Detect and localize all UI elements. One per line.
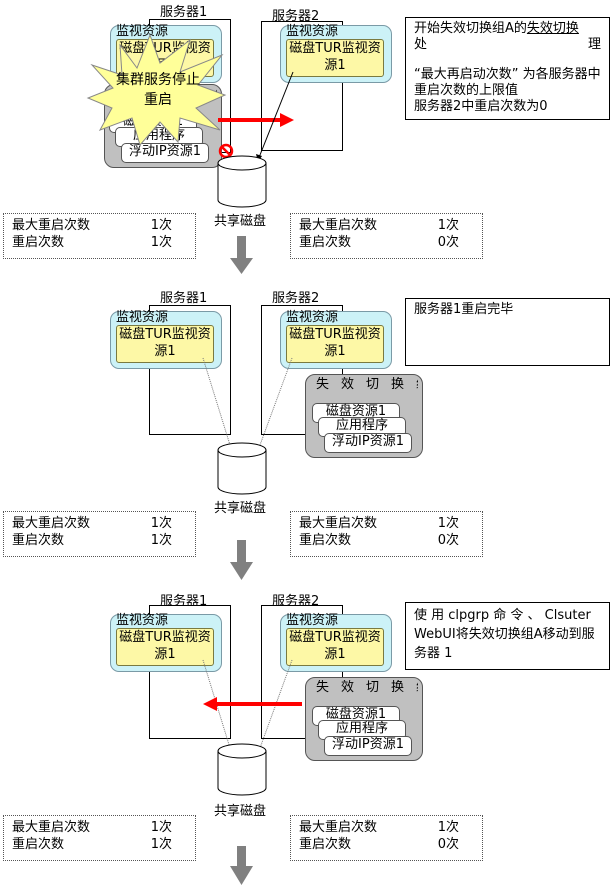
restart-count-label: 重启次数	[12, 837, 65, 852]
server2-monitor-resource: 监视资源 磁盘TUR监视资源1	[280, 614, 392, 672]
server1-label: 服务器1	[160, 5, 208, 20]
note-line-3: “最大再启动次数” 为各服务器中重启次数的上限值	[414, 67, 601, 98]
disk-tur-monitor: 磁盘TUR监视资源1	[286, 628, 384, 666]
max-restart-value: 1次	[437, 516, 459, 531]
disk-tur-monitor: 磁盘TUR监视资源1	[116, 325, 214, 363]
down-arrow-icon	[230, 236, 253, 274]
down-arrow-icon	[230, 846, 253, 885]
server1-label: 服务器1	[160, 291, 208, 306]
restart-count-label: 重启次数	[12, 235, 65, 250]
max-restart-label: 最大重启次数	[12, 820, 91, 835]
note-text: 服务器1重启完毕	[414, 302, 514, 317]
shared-disk-label: 共享磁盘	[214, 501, 267, 516]
server1-restart-counts: 最大重启次数 1次 重启次数 1次	[3, 213, 196, 259]
down-arrow-icon	[230, 540, 253, 580]
floating-ip-resource: 浮动IP资源1	[121, 143, 209, 163]
server2-label: 服务器2	[272, 291, 320, 306]
restart-count-value: 1次	[150, 533, 172, 548]
note-line-2-right: 理	[587, 37, 601, 52]
server2-monitor-resource: 监视资源 磁盘TUR监视资源1	[280, 25, 392, 83]
note-text: 使 用 clpgrp 命 令 、 Clsuter WebUI将失效切换组A移动到…	[414, 608, 595, 661]
max-restart-label: 最大重启次数	[299, 516, 378, 531]
group-title: 失效切换组A	[316, 377, 418, 392]
disk-tur-monitor: 磁盘TUR监视资源1	[116, 628, 214, 666]
monitor-title: 监视资源	[286, 24, 339, 39]
server2-monitor-resource: 监视资源 磁盘TUR监视资源1	[280, 311, 392, 369]
restart-count-value: 0次	[437, 533, 459, 548]
max-restart-label: 最大重启次数	[12, 516, 91, 531]
note-line-1: 开始失效切换组A的	[414, 21, 527, 36]
burst-text: 集群服务停止 重启	[108, 70, 208, 110]
server1-monitor-resource: 监视资源 磁盘TUR监视资源1	[110, 311, 222, 369]
restart-count-label: 重启次数	[12, 533, 65, 548]
burst-line-2: 重启	[144, 92, 172, 108]
restart-count-label: 重启次数	[299, 837, 352, 852]
note-box: 开始失效切换组A的失效切换 处 理 “最大再启动次数” 为各服务器中重启次数的上限…	[405, 17, 610, 120]
floating-ip-resource: 浮动IP资源1	[324, 736, 412, 756]
max-restart-label: 最大重启次数	[12, 218, 91, 233]
floating-ip-resource: 浮动IP资源1	[324, 433, 412, 453]
restart-count-value: 0次	[437, 235, 459, 250]
shared-disk-label: 共享磁盘	[214, 804, 267, 819]
restart-count-label: 重启次数	[299, 235, 352, 250]
server1-monitor-resource: 监视资源 磁盘TUR监视资源1	[110, 614, 222, 672]
server1-restart-counts: 最大重启次数 1次 重启次数 1次	[3, 815, 196, 861]
shared-disk-icon	[217, 155, 267, 208]
application-resource: 应用程序	[318, 720, 406, 740]
max-restart-value: 1次	[437, 820, 459, 835]
max-restart-label: 最大重启次数	[299, 218, 378, 233]
note-box: 使 用 clpgrp 命 令 、 Clsuter WebUI将失效切换组A移动到…	[405, 602, 610, 670]
monitor-title: 监视资源	[116, 24, 169, 39]
monitor-title: 监视资源	[116, 310, 169, 325]
monitor-title: 监视资源	[286, 310, 339, 325]
server2-restart-counts: 最大重启次数 1次 重启次数 0次	[290, 213, 483, 259]
restart-count-value: 0次	[437, 837, 459, 852]
note-box: 服务器1重启完毕	[405, 298, 610, 366]
monitor-title: 监视资源	[286, 613, 339, 628]
max-restart-value: 1次	[150, 516, 172, 531]
shared-disk-icon	[217, 743, 267, 796]
monitor-title: 监视资源	[116, 613, 169, 628]
note-line-1-underlined: 失效切换	[526, 21, 579, 36]
shared-disk-label: 共享磁盘	[214, 214, 267, 229]
server2-label: 服务器2	[272, 9, 320, 24]
server2-restart-counts: 最大重启次数 1次 重启次数 0次	[290, 815, 483, 861]
disk-tur-monitor: 磁盘TUR监视资源1	[286, 325, 384, 363]
failover-group-a: 失效切换组A 磁盘资源1 应用程序 浮动IP资源1	[305, 374, 423, 458]
restart-count-value: 1次	[150, 235, 172, 250]
burst-line-1: 集群服务停止	[116, 72, 200, 88]
max-restart-label: 最大重启次数	[299, 820, 378, 835]
max-restart-value: 1次	[437, 218, 459, 233]
disk-tur-monitor: 磁盘TUR监视资源1	[286, 39, 384, 77]
server2-restart-counts: 最大重启次数 1次 重启次数 0次	[290, 511, 483, 557]
note-line-2-left: 处	[414, 37, 428, 52]
group-title: 失效切换组A	[316, 680, 418, 695]
server1-restart-counts: 最大重启次数 1次 重启次数 1次	[3, 511, 196, 557]
note-line-4: 服务器2中重启次数为0	[414, 99, 548, 114]
max-restart-value: 1次	[150, 820, 172, 835]
max-restart-value: 1次	[150, 218, 172, 233]
restart-count-label: 重启次数	[299, 533, 352, 548]
restart-count-value: 1次	[150, 837, 172, 852]
shared-disk-icon	[217, 442, 267, 495]
application-resource: 应用程序	[318, 417, 406, 437]
failover-group-a: 失效切换组A 磁盘资源1 应用程序 浮动IP资源1	[305, 677, 423, 761]
